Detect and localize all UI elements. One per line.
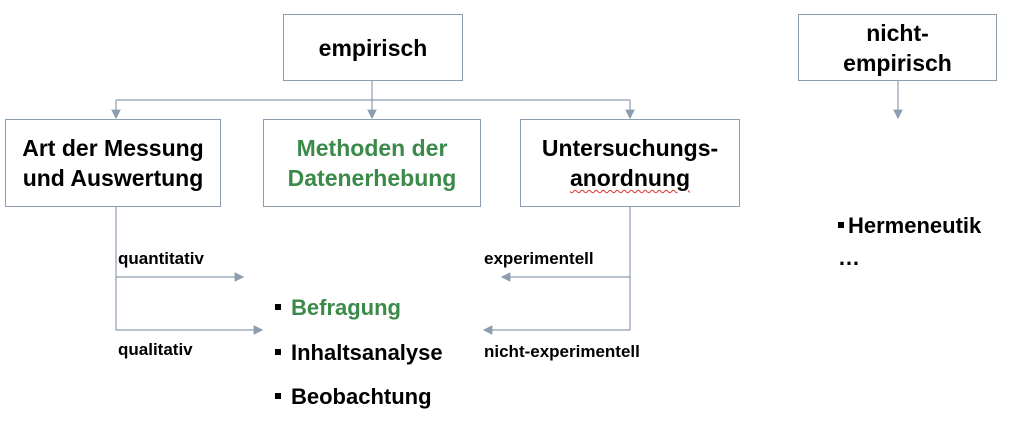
box-empirisch: empirisch (283, 14, 463, 81)
bullet-icon (275, 393, 281, 400)
box-empirisch-label: empirisch (318, 34, 428, 61)
bullet-icon (275, 304, 281, 311)
box-methoden-der-datenerhebung: Methoden der Datenerhebung (263, 119, 481, 207)
box-untersuchung-label: Untersuchungs- anordnung (541, 135, 719, 191)
box-art-der-messung-label: Art der Messung und Auswertung (22, 135, 204, 191)
method-item-befragung: Befragung (275, 295, 401, 321)
box-art-der-messung: Art der Messung und Auswertung (5, 119, 221, 207)
box-methoden-label: Methoden der Datenerhebung (287, 135, 457, 191)
connector-nicht-experimentell (482, 277, 631, 335)
box-nicht-empirisch-label: nicht- empirisch (843, 19, 952, 76)
label-quantitativ: quantitativ (118, 249, 204, 268)
nicht-empirisch-ellipsis: … (838, 245, 860, 270)
method-item-inhaltsanalyse: Inhaltsanalyse (275, 340, 443, 366)
label-nicht-experimentell: nicht-experimentell (484, 342, 640, 361)
box-untersuchungsanordnung: Untersuchungs- anordnung (520, 119, 740, 207)
bullet-icon (838, 222, 844, 229)
label-qualitativ: qualitativ (118, 340, 193, 359)
bullet-icon (275, 349, 281, 356)
label-experimentell: experimentell (484, 249, 594, 268)
connector-qualitativ (115, 277, 264, 335)
box-nicht-empirisch: nicht- empirisch (798, 14, 997, 81)
nicht-empirisch-item-hermeneutik: Hermeneutik (838, 213, 981, 239)
method-item-beobachtung: Beobachtung (275, 384, 432, 410)
